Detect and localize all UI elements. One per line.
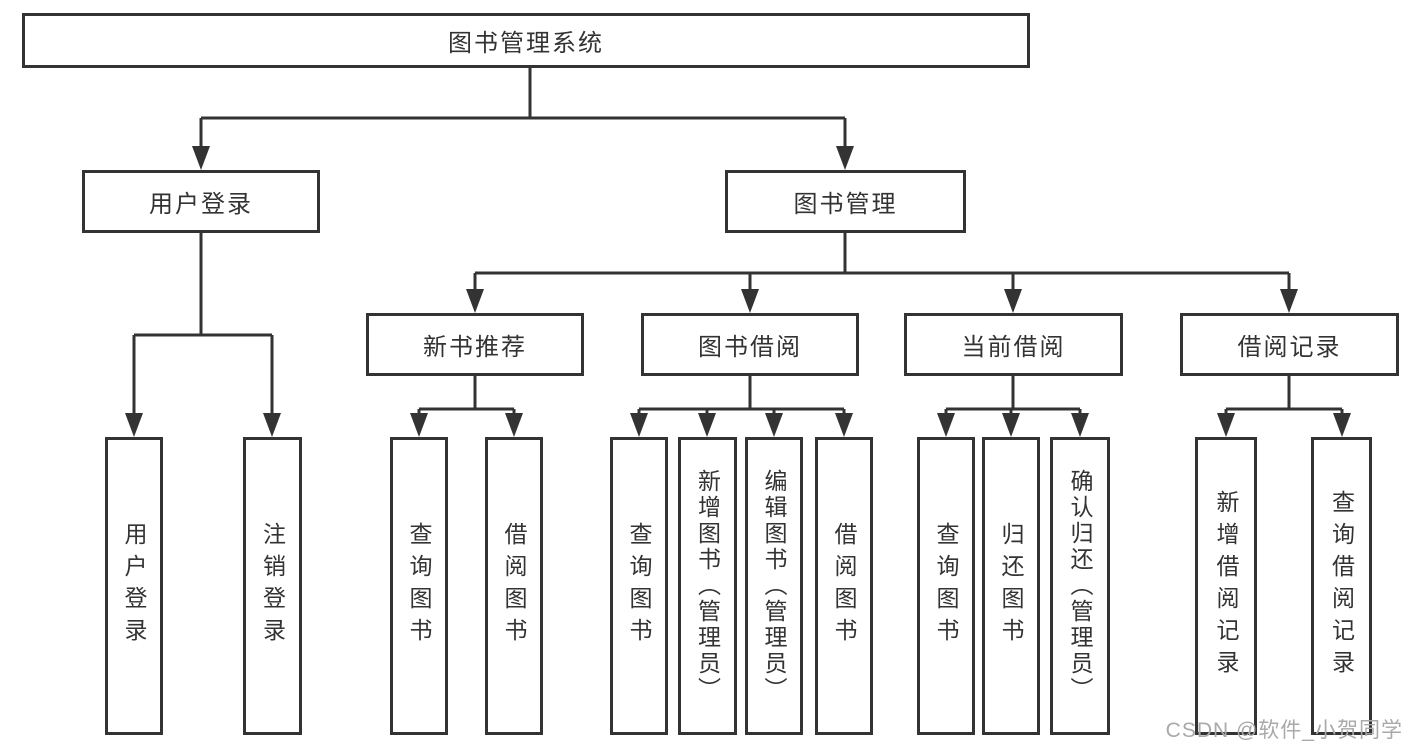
arrow-heads — [125, 146, 1351, 437]
leaf-add-books-admin-label: 新增图书（管理员） — [694, 469, 721, 703]
node-current-borrow-label: 当前借阅 — [961, 334, 1066, 361]
watermark: CSDN @软件_小贺同学 — [1165, 719, 1403, 742]
node-library-system-label: 图书管理系统 — [448, 30, 604, 57]
leaf-query-borrow-record: 查询借阅记录 — [1311, 437, 1372, 735]
leaf-confirm-return-admin: 确认归还（管理员） — [1050, 437, 1110, 735]
connector-lines — [132, 68, 1344, 417]
leaf-query-books-2: 查询图书 — [610, 437, 668, 735]
leaf-return-books: 归还图书 — [982, 437, 1040, 735]
node-library-system: 图书管理系统 — [22, 13, 1030, 68]
leaf-query-books-1-label: 查询图书 — [406, 522, 432, 650]
node-book-borrow: 图书借阅 — [641, 313, 859, 376]
leaf-borrow-books-2: 借阅图书 — [815, 437, 873, 735]
leaf-add-borrow-record: 新增借阅记录 — [1195, 437, 1257, 735]
leaf-edit-books-admin: 编辑图书（管理员） — [745, 437, 803, 735]
node-borrow-records: 借阅记录 — [1180, 313, 1399, 376]
leaf-logout-login-label: 注销登录 — [259, 522, 286, 650]
leaf-query-books-1: 查询图书 — [390, 437, 448, 735]
leaf-query-borrow-record-label: 查询借阅记录 — [1328, 490, 1355, 682]
node-new-book-recommend: 新书推荐 — [366, 313, 584, 376]
leaf-add-borrow-record-label: 新增借阅记录 — [1213, 490, 1239, 682]
leaf-borrow-books-1-label: 借阅图书 — [501, 522, 527, 650]
leaf-logout-login: 注销登录 — [243, 437, 302, 735]
leaf-query-books-3-label: 查询图书 — [933, 522, 959, 650]
node-book-borrow-label: 图书借阅 — [698, 334, 802, 361]
node-book-management-label: 图书管理 — [793, 191, 898, 218]
leaf-query-books-2-label: 查询图书 — [626, 522, 652, 650]
node-borrow-records-label: 借阅记录 — [1237, 334, 1342, 361]
leaf-user-login: 用户登录 — [105, 437, 163, 735]
node-book-management: 图书管理 — [725, 170, 966, 233]
node-current-borrow: 当前借阅 — [904, 313, 1123, 376]
leaf-confirm-return-admin-label: 确认归还（管理员） — [1067, 469, 1093, 703]
node-user-login: 用户登录 — [82, 170, 320, 233]
node-user-login-label: 用户登录 — [149, 191, 253, 218]
leaf-user-login-label: 用户登录 — [121, 522, 147, 650]
leaf-query-books-3: 查询图书 — [917, 437, 975, 735]
leaf-borrow-books-2-label: 借阅图书 — [831, 522, 857, 650]
leaf-edit-books-admin-label: 编辑图书（管理员） — [761, 469, 787, 703]
node-new-book-recommend-label: 新书推荐 — [423, 334, 527, 361]
leaf-add-books-admin: 新增图书（管理员） — [678, 437, 737, 735]
leaf-borrow-books-1: 借阅图书 — [485, 437, 543, 735]
leaf-return-books-label: 归还图书 — [998, 522, 1024, 650]
